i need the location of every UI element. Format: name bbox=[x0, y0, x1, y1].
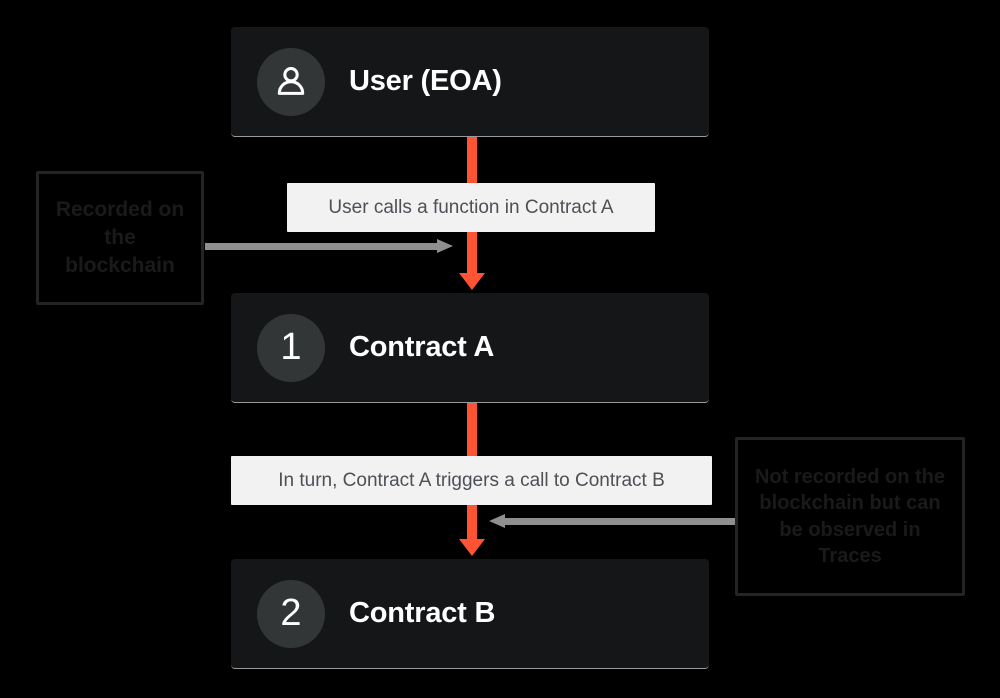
caption-user-calls-contract-a: User calls a function in Contract A bbox=[287, 183, 655, 232]
step-number-badge: 2 bbox=[257, 579, 325, 648]
node-label: User (EOA) bbox=[349, 65, 502, 97]
caption-contract-a-calls-contract-b: In turn, Contract A triggers a call to C… bbox=[231, 456, 712, 505]
arrow-head-right-icon bbox=[437, 239, 453, 253]
arrow-head-left-icon bbox=[489, 514, 505, 528]
arrow-head-down-icon bbox=[459, 539, 485, 556]
person-icon bbox=[277, 66, 305, 95]
annotation-arrow-stem bbox=[505, 518, 737, 525]
annotation-arrow-right bbox=[205, 239, 453, 253]
node-user-eoa[interactable]: User (EOA) bbox=[231, 27, 709, 137]
annotation-recorded-on-blockchain: Recorded on the blockchain bbox=[36, 171, 204, 305]
annotation-arrow-left bbox=[489, 514, 737, 528]
annotation-not-recorded-traces: Not recorded on the blockchain but can b… bbox=[735, 437, 965, 596]
node-label: Contract A bbox=[349, 331, 495, 363]
node-contract-a[interactable]: 1 Contract A bbox=[231, 293, 709, 403]
user-avatar-badge bbox=[257, 47, 325, 116]
node-contract-b[interactable]: 2 Contract B bbox=[231, 559, 709, 669]
node-label: Contract B bbox=[349, 597, 496, 629]
arrow-head-down-icon bbox=[459, 273, 485, 290]
step-number-badge: 1 bbox=[257, 313, 325, 382]
annotation-arrow-stem bbox=[205, 243, 437, 250]
